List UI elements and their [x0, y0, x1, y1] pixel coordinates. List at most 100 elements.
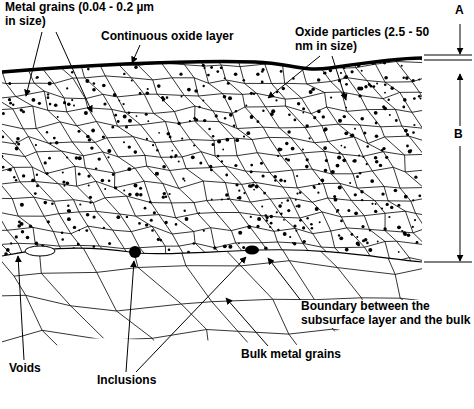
oxide-particle	[324, 127, 328, 131]
oxide-particle	[71, 99, 73, 101]
oxide-particle	[354, 211, 358, 215]
oxide-particle	[277, 155, 279, 157]
oxide-particle	[167, 132, 171, 136]
oxide-particle	[78, 229, 80, 231]
oxide-particle	[414, 219, 416, 221]
oxide-particle	[311, 87, 315, 91]
oxide-particle	[54, 103, 58, 107]
oxide-particle	[2, 166, 5, 169]
oxide-particle	[55, 141, 59, 145]
oxide-particle	[157, 238, 160, 241]
oxide-particle	[78, 173, 81, 176]
oxide-particle	[15, 179, 17, 181]
oxide-particle	[145, 113, 148, 116]
oxide-particle	[404, 129, 408, 133]
oxide-particle	[278, 148, 282, 152]
oxide-particle	[248, 184, 251, 187]
oxide-particle	[261, 206, 263, 208]
oxide-particle	[235, 138, 239, 142]
oxide-particle	[238, 57, 241, 60]
oxide-particle	[279, 179, 282, 182]
oxide-particle	[93, 245, 96, 248]
oxide-particle	[210, 169, 213, 172]
oxide-particle	[238, 231, 242, 235]
oxide-particle	[238, 242, 240, 244]
oxide-particle	[407, 234, 411, 238]
oxide-particle	[199, 162, 202, 165]
oxide-particle	[184, 210, 186, 212]
oxide-particle	[165, 196, 167, 198]
oxide-particle	[160, 239, 162, 241]
oxide-particle	[350, 135, 352, 137]
oxide-particle	[287, 209, 290, 212]
oxide-particle	[352, 160, 354, 162]
oxide-particle	[166, 96, 169, 99]
oxide-particle	[269, 226, 271, 228]
oxide-particle	[374, 156, 378, 160]
oxide-particle	[338, 152, 340, 154]
oxide-particle	[347, 209, 350, 212]
oxide-particle	[360, 190, 363, 193]
oxide-particle	[92, 88, 96, 92]
oxide-particle	[282, 87, 285, 90]
oxide-particle	[224, 117, 226, 119]
oxide-particle	[401, 230, 403, 232]
oxide-particle	[385, 156, 388, 159]
oxide-particle	[416, 241, 419, 244]
grain-boundaries	[0, 46, 445, 279]
oxide-particle	[331, 170, 335, 174]
oxide-particle	[134, 66, 137, 69]
oxide-particle	[77, 243, 80, 246]
oxide-particle	[108, 179, 111, 182]
oxide-particle	[86, 213, 90, 217]
oxide-particle	[340, 254, 343, 257]
oxide-particle	[366, 145, 369, 148]
oxide-particle	[147, 120, 149, 122]
oxide-particle	[47, 220, 50, 223]
oxide-particle	[362, 156, 364, 158]
oxide-particle	[63, 101, 66, 104]
oxide-particle	[260, 162, 263, 165]
oxide-particle	[32, 98, 36, 102]
oxide-particle	[139, 187, 142, 190]
oxide-particle	[297, 102, 300, 105]
oxide-particle	[66, 182, 69, 185]
oxide-particle	[358, 94, 361, 97]
callout-label: Continuous oxide layer	[100, 30, 235, 44]
oxide-particle	[261, 81, 264, 84]
oxide-particle	[49, 63, 52, 66]
oxide-particle	[48, 157, 51, 160]
oxide-particle	[155, 172, 158, 175]
oxide-particle	[366, 242, 369, 245]
oxide-particle	[228, 96, 232, 100]
oxide-particle	[313, 116, 316, 119]
oxide-particle	[89, 196, 92, 199]
oxide-particle	[117, 59, 121, 63]
oxide-particle	[203, 85, 205, 87]
oxide-particle	[202, 64, 205, 67]
oxide-particle	[351, 233, 354, 236]
oxide-particle	[262, 110, 264, 112]
oxide-particle	[170, 156, 173, 159]
oxide-particle	[84, 111, 88, 115]
oxide-particle	[204, 67, 206, 69]
oxide-particle	[169, 193, 171, 195]
dimension-label: A	[454, 4, 465, 18]
oxide-particle	[341, 145, 343, 147]
oxide-particle	[225, 174, 228, 177]
oxide-particle	[278, 204, 282, 208]
oxide-particle	[309, 90, 313, 94]
oxide-particle	[309, 137, 311, 139]
oxide-particle	[379, 164, 382, 167]
oxide-particle	[408, 150, 412, 154]
oxide-particle	[391, 87, 394, 90]
oxide-particle	[208, 128, 211, 131]
oxide-particle	[103, 227, 105, 229]
oxide-particle	[104, 188, 106, 190]
callout-label: Metal grains (0.04 - 0.2 µm in size)	[4, 1, 156, 29]
oxide-particle	[193, 144, 195, 146]
oxide-particle	[311, 227, 314, 230]
oxide-particle	[296, 175, 298, 177]
oxide-particle	[87, 68, 90, 71]
oxide-particle	[294, 119, 297, 122]
